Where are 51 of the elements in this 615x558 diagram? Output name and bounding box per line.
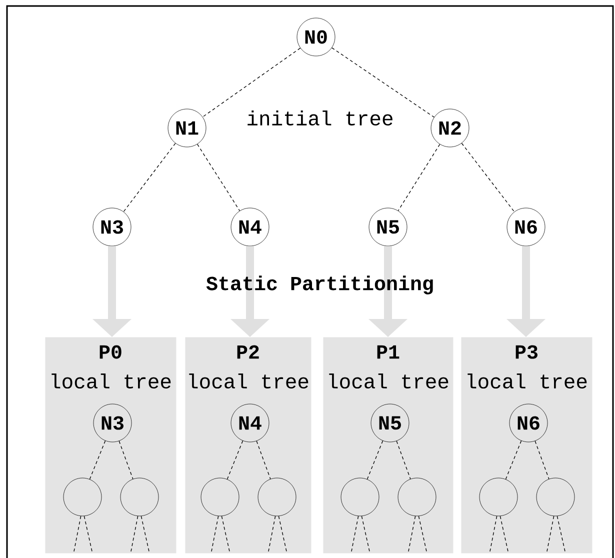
tree-edge [210,516,219,552]
tree-node: N4 [230,208,270,246]
tree-node: N2 [430,108,470,148]
caption-text: initial tree [248,110,392,126]
tree-edge [505,440,522,480]
tree-edge [196,144,240,212]
tree-edge [534,440,550,480]
tree-edge [408,516,416,552]
tree-edge [118,440,134,480]
tree-edge [366,440,384,480]
tree-edge [140,516,150,552]
empty-node [63,478,102,516]
tree-edge [89,440,106,480]
tree-node: N3 [93,404,132,442]
empty-node [536,478,575,516]
empty-node [258,478,296,516]
tree-edge [556,516,566,552]
tree-edge [398,144,440,212]
tree-node: N5 [370,404,410,442]
tree-edge [546,516,554,552]
tree-edge [418,516,428,552]
tree-edge [130,516,138,552]
tree-edge [226,440,244,480]
tree-edge [256,440,271,480]
tree-node: N4 [230,404,270,442]
tree-edge [396,440,411,480]
empty-node [398,478,436,516]
tree-edge [123,142,176,212]
tree-edge [278,516,288,552]
empty-node [200,478,240,516]
heading-text: Static Partitioning [206,276,433,294]
tree-node: N5 [368,208,408,246]
empty-node [340,478,380,516]
tree-edge [461,142,515,212]
empty-node [120,478,159,516]
tree-node: N0 [296,18,336,56]
tree-edge [221,516,230,552]
tree-edge [500,516,509,552]
tree-node: N3 [92,208,132,246]
tree-edge [84,516,93,552]
tree-edge [361,516,370,552]
tree-edge [202,48,301,118]
tree-edge [489,516,498,552]
tree-node: N6 [506,208,546,246]
tree-edge [350,516,359,552]
tree-edge [332,47,434,118]
tree-node: N1 [168,108,206,148]
tree-edge [268,516,276,552]
tree-edge [73,516,82,552]
empty-node [479,478,518,516]
tree-node: N6 [509,404,548,442]
